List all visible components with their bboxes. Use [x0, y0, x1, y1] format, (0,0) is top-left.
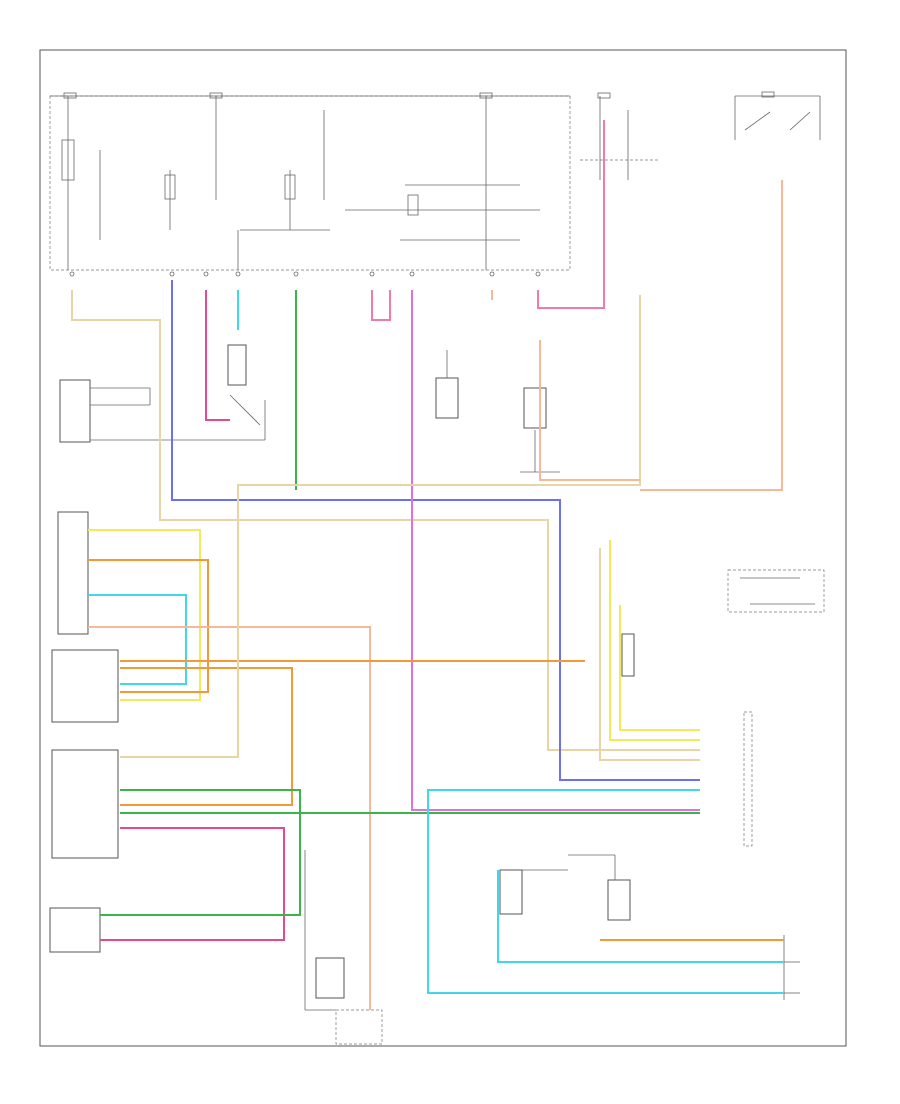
right-top-connector — [580, 96, 660, 180]
wire-orange-switch — [120, 667, 293, 806]
wire-tan-switch-up — [120, 295, 641, 758]
wire-yellow-ecm2 — [619, 605, 700, 731]
wire-blue-to-ecm — [171, 280, 700, 781]
relay-coil-1 — [61, 139, 75, 181]
blower-motor — [304, 850, 383, 1045]
wire-yellow-ecm1 — [609, 540, 700, 741]
hvac-control-block — [51, 749, 119, 859]
blower-switch-block — [51, 649, 119, 723]
wire-peach-column — [640, 180, 783, 491]
wire-peach-right — [539, 340, 640, 481]
right-sensor-group — [727, 569, 825, 613]
pressure-sensor — [227, 344, 261, 426]
ignition-switch — [734, 91, 821, 140]
wire-cyan-sensor — [88, 594, 187, 685]
wire-green-switch — [100, 789, 301, 916]
mode-door-actuator — [49, 907, 101, 953]
wire-cyan-loop — [497, 870, 784, 963]
relay-coil-4 — [407, 194, 419, 216]
wire-pink-switch — [100, 827, 285, 941]
relay-coil-3 — [284, 174, 296, 200]
fuse-group-top — [63, 92, 611, 99]
fuse-block-internal-lines — [67, 96, 540, 270]
bottom-right-connector — [783, 935, 800, 1000]
wire-peach-sensor — [88, 626, 371, 1010]
ac-switch-left — [59, 379, 266, 443]
fuse-1 — [63, 92, 77, 99]
wire-tan-ecm3 — [599, 548, 700, 761]
ecm-connector — [743, 711, 753, 847]
wire-cyan-bottom — [427, 789, 784, 994]
fuse-relay-block — [49, 95, 571, 271]
evaporator-sensor-block — [57, 511, 89, 635]
diagram-frame — [39, 49, 847, 1047]
wire-magenta-to-ecm — [411, 290, 700, 811]
wire-pink-loop — [371, 290, 391, 321]
relay-coils — [61, 139, 419, 216]
bottom-relay-group — [499, 854, 631, 921]
wire-pink-to-hvac — [205, 290, 230, 421]
wire-yellow-top-sensor — [88, 529, 201, 701]
wire-layer — [71, 120, 784, 1010]
compressor-components — [435, 350, 560, 473]
compressor-clutch-coil — [621, 633, 635, 677]
wire-pink-right-relay — [537, 120, 605, 309]
fuse-4 — [597, 92, 611, 99]
relay-coil-2 — [164, 174, 176, 200]
wire-tan-left-to-ecm — [71, 290, 700, 751]
fuse-block-pins — [69, 271, 541, 277]
